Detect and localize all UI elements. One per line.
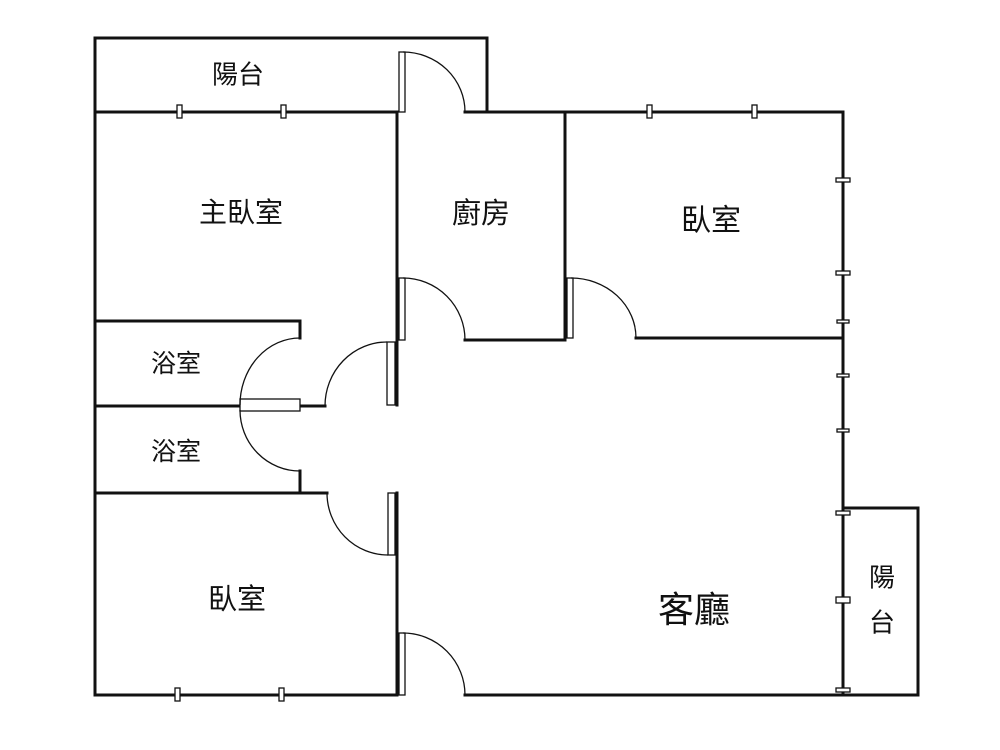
- label-balcony-right-2: 台: [869, 609, 895, 639]
- label-master-bedroom: 主臥室: [199, 196, 283, 229]
- doors: [239, 51, 637, 696]
- label-balcony-right-1: 陽: [869, 564, 895, 594]
- label-bathroom-2: 浴室: [151, 437, 201, 466]
- label-bedroom-right: 臥室: [681, 204, 741, 239]
- label-kitchen: 廚房: [452, 196, 510, 230]
- label-balcony-top: 陽台: [212, 61, 264, 91]
- label-bedroom-left: 臥室: [208, 582, 266, 616]
- windows: [174, 104, 851, 702]
- label-bathroom-1: 浴室: [151, 349, 201, 378]
- label-living-room: 客廳: [658, 590, 730, 631]
- room-labels: 陽台 主臥室 廚房 臥室 浴室 浴室 臥室 客廳 陽 台: [151, 61, 895, 639]
